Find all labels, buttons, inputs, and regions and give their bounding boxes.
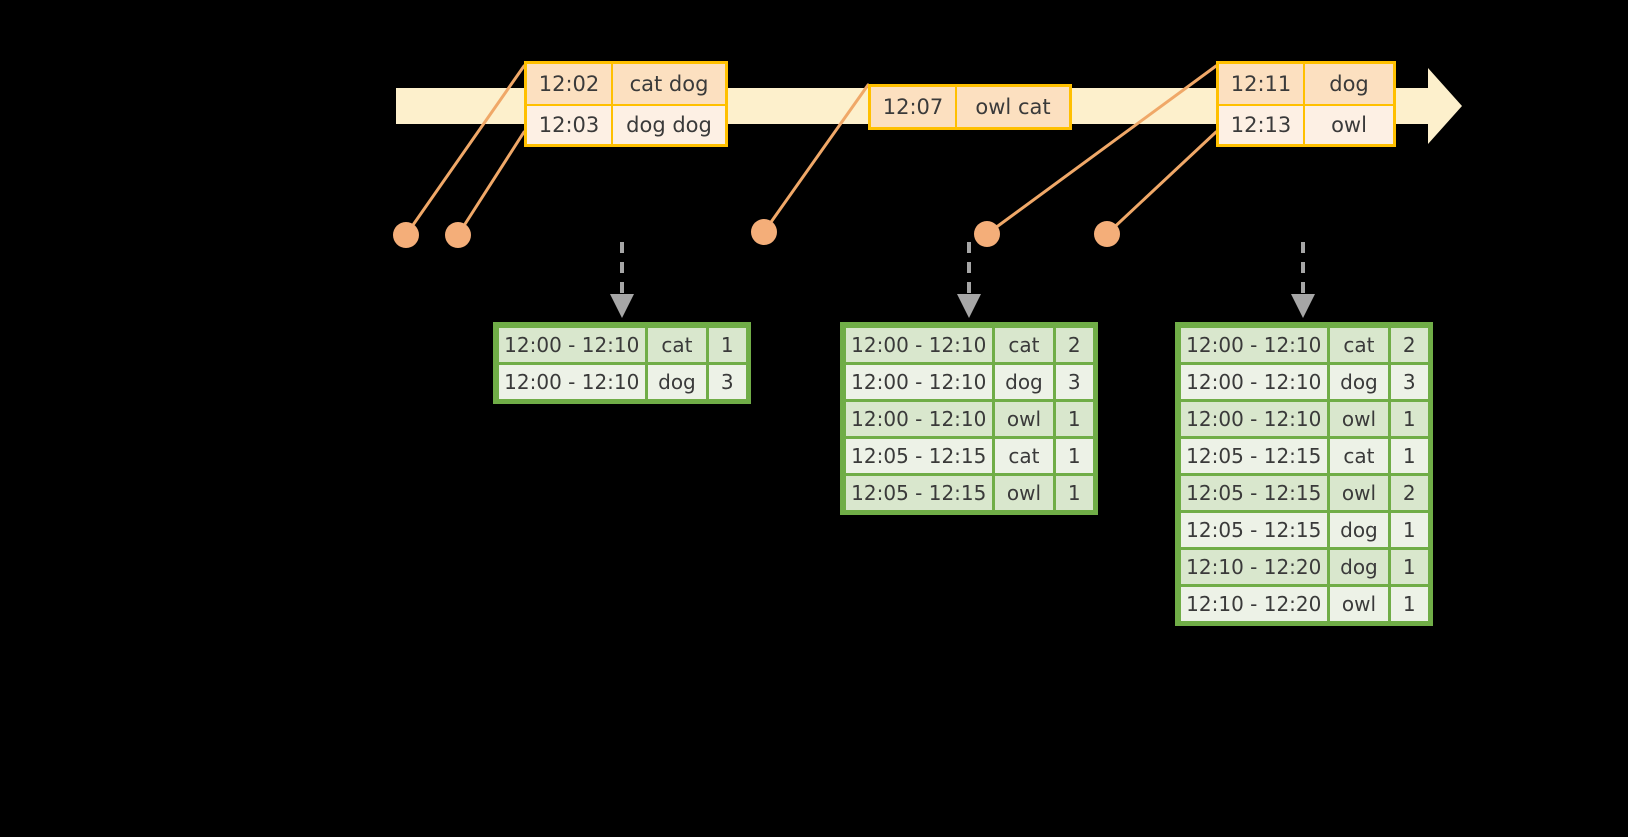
event-box-1[interactable]: 12:02 cat dog 12:03 dog dog xyxy=(524,61,728,147)
cell-window: 12:10 - 12:20 xyxy=(1180,549,1328,584)
cell-window: 12:05 - 12:15 xyxy=(845,438,993,473)
event-box-2[interactable]: 12:07 owl cat xyxy=(868,84,1072,130)
cell-word: dog xyxy=(1330,512,1388,547)
cell-count: 2 xyxy=(1390,475,1428,510)
cell-count: 3 xyxy=(1055,364,1093,399)
event-box-3[interactable]: 12:11 dog 12:13 owl xyxy=(1216,61,1396,147)
cell-window: 12:00 - 12:10 xyxy=(1180,364,1328,399)
event-row: 12:11 dog xyxy=(1219,64,1393,104)
event-time: 12:02 xyxy=(527,64,613,104)
emit-arrows xyxy=(610,242,1315,318)
stream-dot-3 xyxy=(751,219,777,245)
cell-word: dog xyxy=(995,364,1053,399)
emit-arrow-1 xyxy=(610,242,634,318)
cell-count: 1 xyxy=(1390,438,1428,473)
cell-count: 1 xyxy=(1390,512,1428,547)
cell-count: 1 xyxy=(1390,549,1428,584)
event-time: 12:11 xyxy=(1219,64,1305,104)
event-words: dog dog xyxy=(613,106,725,144)
event-row: 12:03 dog dog xyxy=(527,104,725,144)
cell-count: 1 xyxy=(708,327,746,362)
cell-window: 12:00 - 12:10 xyxy=(1180,401,1328,436)
stream-dots xyxy=(393,219,1120,248)
event-words: owl xyxy=(1305,106,1393,144)
cell-word: cat xyxy=(1330,438,1388,473)
cell-count: 2 xyxy=(1390,327,1428,362)
cell-count: 1 xyxy=(1390,401,1428,436)
stream-dot-1 xyxy=(393,222,419,248)
cell-window: 12:05 - 12:15 xyxy=(845,475,993,510)
cell-count: 1 xyxy=(1055,401,1093,436)
event-words: owl cat xyxy=(957,87,1069,127)
cell-window: 12:00 - 12:10 xyxy=(845,401,993,436)
cell-window: 12:05 - 12:15 xyxy=(1180,438,1328,473)
event-row: 12:07 owl cat xyxy=(871,87,1069,127)
event-time: 12:07 xyxy=(871,87,957,127)
cell-count: 1 xyxy=(1055,438,1093,473)
cell-count: 3 xyxy=(1390,364,1428,399)
cell-window: 12:10 - 12:20 xyxy=(1180,586,1328,621)
cell-word: cat xyxy=(648,327,706,362)
event-time: 12:13 xyxy=(1219,106,1305,144)
cell-window: 12:00 - 12:10 xyxy=(498,327,646,362)
cell-window: 12:00 - 12:10 xyxy=(845,327,993,362)
cell-count: 1 xyxy=(1055,475,1093,510)
cell-word: cat xyxy=(995,327,1053,362)
stream-dot-2 xyxy=(445,222,471,248)
cell-word: dog xyxy=(648,364,706,399)
event-row: 12:13 owl xyxy=(1219,104,1393,144)
cell-window: 12:05 - 12:15 xyxy=(1180,512,1328,547)
cell-word: owl xyxy=(1330,475,1388,510)
cell-window: 12:00 - 12:10 xyxy=(1180,327,1328,362)
cell-word: owl xyxy=(995,401,1053,436)
event-words: dog xyxy=(1305,64,1393,104)
emit-arrow-3 xyxy=(1291,242,1315,318)
cell-window: 12:00 - 12:10 xyxy=(845,364,993,399)
cell-count: 2 xyxy=(1055,327,1093,362)
cell-window: 12:05 - 12:15 xyxy=(1180,475,1328,510)
cell-word: cat xyxy=(1330,327,1388,362)
cell-count: 3 xyxy=(708,364,746,399)
emit-arrow-2 xyxy=(957,242,981,318)
cell-window: 12:00 - 12:10 xyxy=(498,364,646,399)
stream-dot-5 xyxy=(1094,221,1120,247)
cell-count: 1 xyxy=(1390,586,1428,621)
event-words: cat dog xyxy=(613,64,725,104)
cell-word: cat xyxy=(995,438,1053,473)
cell-word: owl xyxy=(995,475,1053,510)
cell-word: owl xyxy=(1330,401,1388,436)
cell-word: dog xyxy=(1330,364,1388,399)
event-row: 12:02 cat dog xyxy=(527,64,725,104)
cell-word: dog xyxy=(1330,549,1388,584)
stream-dot-4 xyxy=(974,221,1000,247)
cell-word: owl xyxy=(1330,586,1388,621)
event-time: 12:03 xyxy=(527,106,613,144)
